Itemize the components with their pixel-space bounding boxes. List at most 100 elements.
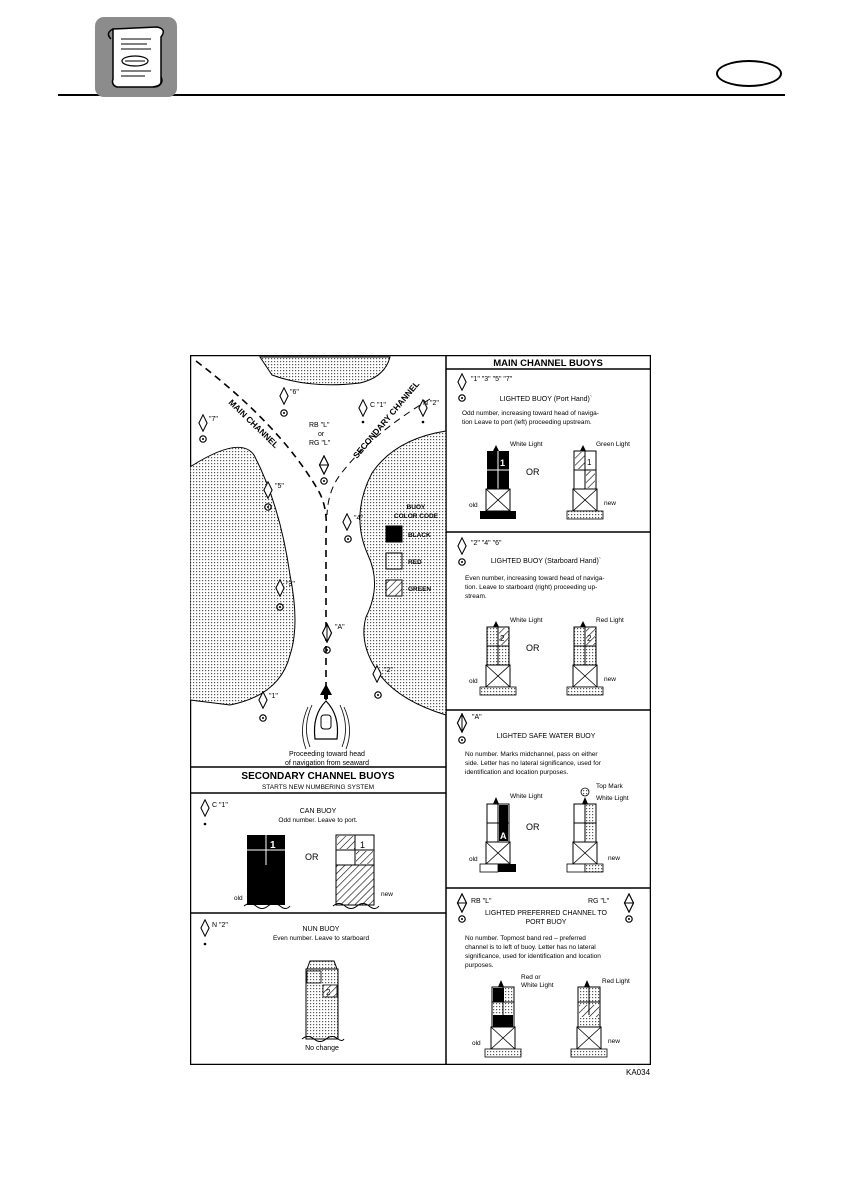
svg-text:Even number. Leave to starboa: Even number. Leave to starboard bbox=[273, 935, 370, 942]
svg-text:"3": "3" bbox=[286, 581, 295, 588]
svg-text:"4": "4" bbox=[354, 515, 363, 522]
svg-text:2: 2 bbox=[587, 634, 592, 643]
buoy-marker-preferred: RB "L" or RG "L" bbox=[309, 422, 331, 485]
svg-text:side. Letter has no lateral s: side. Letter has no lateral significance… bbox=[465, 760, 602, 767]
svg-text:1: 1 bbox=[270, 840, 276, 851]
preferred-channel-panel: RB "L" RG "L" LIGHTED PREFERRED CHANNEL … bbox=[456, 893, 635, 1058]
svg-text:N "2": N "2" bbox=[212, 922, 228, 929]
buoy-figure: MAIN CHANNEL SECONDARY CHANNEL "6" "7" C… bbox=[189, 354, 652, 1066]
svg-text:"1": "1" bbox=[269, 693, 278, 700]
svg-text:"6": "6" bbox=[290, 389, 299, 396]
header-rule bbox=[58, 94, 785, 96]
svg-text:NUN BUOY: NUN BUOY bbox=[303, 926, 340, 933]
main-title: MAIN CHANNEL BUOYS bbox=[493, 358, 603, 369]
svg-text:new: new bbox=[604, 500, 616, 507]
svg-text:GREEN: GREEN bbox=[408, 586, 431, 593]
svg-text:RB "L": RB "L" bbox=[309, 422, 330, 429]
svg-text:C "1": C "1" bbox=[212, 802, 228, 809]
svg-text:old: old bbox=[234, 895, 243, 902]
svg-text:C "1": C "1" bbox=[370, 402, 386, 409]
svg-text:Red Light: Red Light bbox=[596, 617, 624, 624]
svg-text:new: new bbox=[608, 1038, 620, 1045]
svg-text:N "2": N "2" bbox=[423, 400, 439, 407]
map-caption-line-2: of navigation from seaward bbox=[285, 760, 369, 767]
svg-text:Red Light: Red Light bbox=[602, 978, 630, 985]
svg-text:2: 2 bbox=[326, 988, 331, 997]
buoy-marker-2: "2" bbox=[372, 665, 393, 699]
buoy-marker-1: "1" bbox=[258, 691, 278, 722]
starboard-hand-panel: "2" "4" "6" LIGHTED BUOY (Starboard Hand… bbox=[457, 537, 624, 696]
svg-text:Green Light: Green Light bbox=[596, 441, 630, 448]
svg-text:old: old bbox=[469, 856, 478, 863]
secondary-title: SECONDARY CHANNEL BUOYS bbox=[241, 771, 394, 782]
svg-text:OR: OR bbox=[526, 822, 540, 832]
svg-text:White Light: White Light bbox=[510, 793, 543, 800]
svg-text:COLOR CODE: COLOR CODE bbox=[394, 513, 439, 520]
svg-text:tion Leave to port (left) proc: tion Leave to port (left) proceeding ups… bbox=[462, 419, 592, 426]
svg-text:No number. Topmost band red: No number. Topmost band red – preferred bbox=[465, 935, 586, 942]
svg-text:BLACK: BLACK bbox=[408, 532, 431, 539]
buoy-marker-4: "4" bbox=[342, 513, 363, 543]
svg-text:White Light: White Light bbox=[510, 441, 543, 448]
svg-text:Red or: Red or bbox=[521, 974, 541, 981]
svg-text:1: 1 bbox=[500, 458, 505, 468]
svg-text:LIGHTED PREFERRED CHANNEL TO: LIGHTED PREFERRED CHANNEL TO bbox=[485, 910, 608, 917]
svg-text:"2": "2" bbox=[384, 667, 393, 674]
svg-text:or: or bbox=[318, 431, 325, 438]
buoy-marker-5: "5" bbox=[263, 481, 284, 511]
svg-text:2: 2 bbox=[500, 634, 505, 643]
svg-text:Top Mark: Top Mark bbox=[596, 783, 623, 790]
svg-text:Odd number, increasing toward: Odd number, increasing toward head of na… bbox=[462, 410, 599, 417]
svg-text:"A": "A" bbox=[335, 624, 345, 631]
svg-text:White Light: White Light bbox=[596, 795, 629, 802]
svg-text:stream.: stream. bbox=[465, 593, 487, 600]
svg-text:old: old bbox=[469, 502, 478, 509]
svg-text:new: new bbox=[608, 855, 620, 862]
svg-text:BUOY: BUOY bbox=[407, 504, 426, 511]
buoy-marker-A: "A" bbox=[321, 623, 345, 654]
can-buoy-panel: C "1" CAN BUOY Odd number. Leave to port… bbox=[200, 799, 393, 909]
svg-text:new: new bbox=[381, 891, 393, 898]
port-hand-panel: "1" "3" "5" "7" LIGHTED BUOY (Port Hand)… bbox=[457, 373, 630, 520]
svg-text:OR: OR bbox=[305, 852, 319, 862]
svg-text:significance, used for identif: significance, used for identification an… bbox=[465, 953, 601, 960]
svg-text:RG "L": RG "L" bbox=[309, 440, 331, 447]
svg-text:"A": "A" bbox=[472, 714, 482, 721]
buoy-marker-6: "6" bbox=[279, 387, 299, 417]
svg-text:old: old bbox=[472, 1040, 481, 1047]
buoy-marker-c1: C "1" bbox=[358, 399, 386, 424]
svg-text:1: 1 bbox=[587, 458, 592, 467]
svg-text:1: 1 bbox=[360, 840, 365, 850]
safe-water-panel: "A" LIGHTED SAFE WATER BUOY No number. M… bbox=[456, 713, 629, 873]
svg-text:White Light: White Light bbox=[521, 982, 554, 989]
svg-text:CAN BUOY: CAN BUOY bbox=[300, 808, 337, 815]
svg-text:No number. Marks midchannel,: No number. Marks midchannel, pass on eit… bbox=[465, 751, 598, 758]
svg-text:No change: No change bbox=[305, 1045, 339, 1052]
svg-text:A: A bbox=[500, 831, 507, 841]
svg-text:"5": "5" bbox=[275, 483, 284, 490]
buoy-marker-n2: N "2" bbox=[418, 399, 439, 424]
nun-buoy-panel: N "2" NUN BUOY Even number. Leave to sta… bbox=[200, 919, 370, 1052]
svg-text:LIGHTED BUOY (Port Hand)`: LIGHTED BUOY (Port Hand)` bbox=[500, 396, 592, 403]
buoy-marker-7: "7" bbox=[198, 414, 218, 443]
svg-text:OR: OR bbox=[526, 643, 540, 653]
svg-text:identification and location pu: identification and location purposes. bbox=[465, 769, 569, 776]
map-caption-line-1: Proceeding toward head bbox=[289, 751, 365, 758]
svg-text:RED: RED bbox=[408, 559, 422, 566]
svg-text:new: new bbox=[604, 676, 616, 683]
buoy-marker-3: "3" bbox=[275, 579, 295, 611]
svg-text:tion. Leave to starboard (r: tion. Leave to starboard (right) proceed… bbox=[465, 584, 597, 591]
svg-text:RB "L": RB "L" bbox=[471, 898, 492, 905]
buoy-color-code-legend: BUOY COLOR CODE BLACK RED GREEN bbox=[385, 504, 439, 597]
boat-icon bbox=[302, 684, 350, 750]
svg-text:Odd number. Leave to port.: Odd number. Leave to port. bbox=[278, 817, 357, 824]
svg-text:White Light: White Light bbox=[510, 617, 543, 624]
svg-text:OR: OR bbox=[526, 467, 540, 477]
svg-text:channel is to left of buoy. L: channel is to left of buoy. Letter has n… bbox=[465, 944, 596, 951]
svg-text:old: old bbox=[469, 678, 478, 685]
legend-swatch-red bbox=[385, 552, 403, 570]
owners-manual-icon bbox=[95, 17, 177, 97]
secondary-subtitle: STARTS NEW NUMBERING SYSTEM bbox=[262, 784, 374, 791]
svg-text:PORT BUOY: PORT BUOY bbox=[526, 919, 567, 926]
svg-text:purposes.: purposes. bbox=[465, 962, 494, 969]
